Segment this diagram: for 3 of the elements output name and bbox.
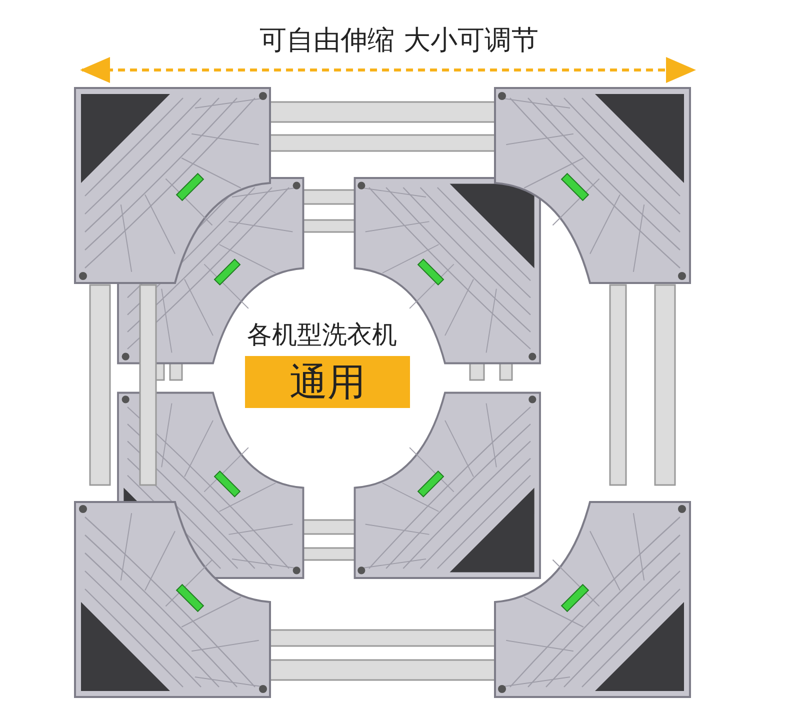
caption-text: 各机型洗衣机: [247, 319, 397, 351]
title: 可自由伸缩 大小可调节: [258, 24, 540, 58]
highlight-box: 通用: [245, 356, 410, 408]
